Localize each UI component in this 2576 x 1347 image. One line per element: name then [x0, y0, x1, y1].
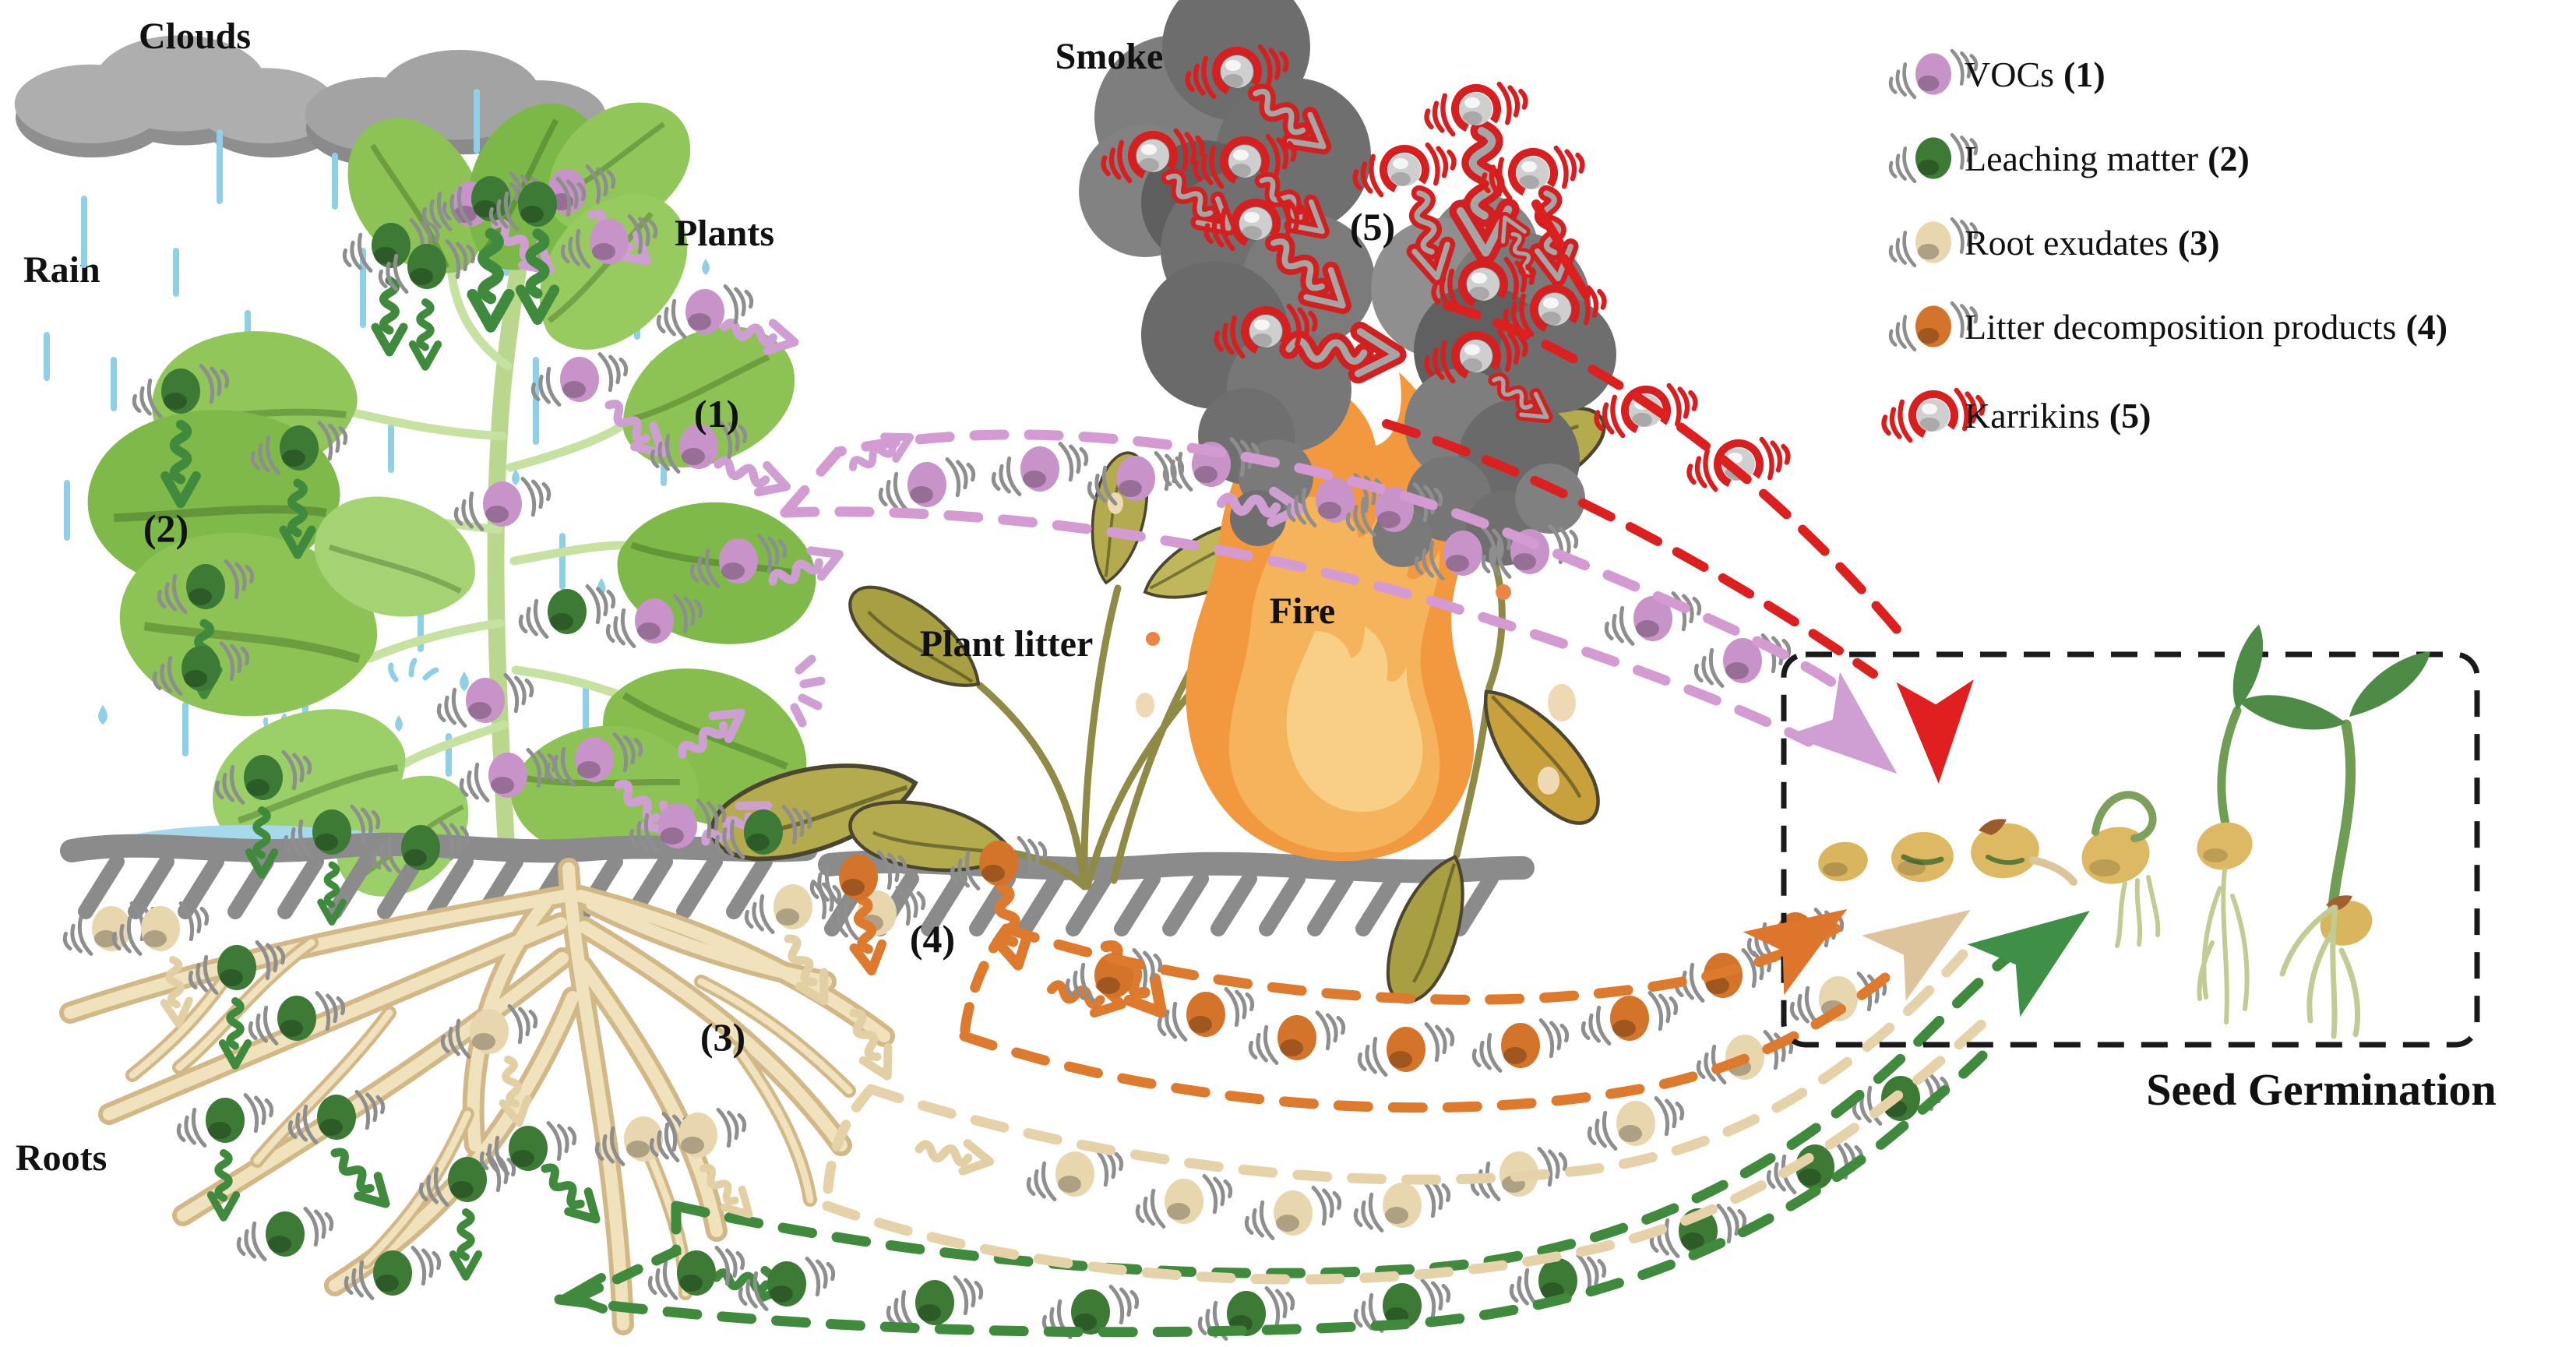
flame-inner	[1286, 626, 1423, 813]
legend-label: Karrikins(5)	[1965, 396, 2151, 435]
litter-molecule-icon	[1246, 1007, 1348, 1069]
karrikin-channel-upper	[1443, 301, 1915, 650]
karrikin-emissions	[1100, 42, 1792, 494]
soil-hatch	[78, 854, 773, 919]
fire-label: Fire	[1270, 591, 1335, 632]
annotation-2: (2)	[143, 506, 189, 550]
leaching-arrow	[453, 1212, 478, 1277]
voc-molecule-icon	[434, 669, 536, 732]
voc-channel-upper	[780, 429, 1838, 688]
smoke-label: Smoke	[1055, 36, 1164, 77]
annotation-4: (4)	[910, 917, 955, 961]
legend-label: Litter decomposition products(4)	[1965, 307, 2447, 347]
seed-stage-1	[1818, 841, 1868, 882]
leaching-channel-upper	[671, 939, 2031, 1278]
legend-item-vocs: VOCs(1)	[1887, 45, 2106, 103]
legend-item-root-exudates: Root exudates(3)	[1887, 213, 2220, 271]
legend-item-leaching-matter: Leaching matter(2)	[1887, 129, 2250, 187]
legend-label: Root exudates(3)	[1965, 223, 2220, 263]
leaching-input-arrow	[1967, 874, 2116, 1017]
annotation-1: (1)	[694, 392, 739, 435]
raindrop-icon	[395, 715, 403, 732]
annotation-5: (5)	[1350, 205, 1395, 249]
seed-stage-5	[2197, 622, 2280, 1024]
root-exudate-molecule-icon	[1787, 968, 1889, 1030]
seed-stage-3	[1971, 819, 2077, 886]
seed-germination-label: Seed Germination	[2146, 1064, 2496, 1115]
voc-molecule-icon	[988, 438, 1091, 500]
leaching-arrow	[325, 1143, 396, 1214]
seed-stage-4	[2081, 791, 2161, 948]
root-exudate-channel-upper	[865, 949, 1968, 1185]
seed-stage-6	[2236, 647, 2443, 1039]
leaching-molecule-icon	[174, 1089, 276, 1151]
root-exudate-molecule-icon	[1242, 1182, 1344, 1244]
voc-channel-lower	[780, 506, 1814, 747]
root-exudate-channel	[822, 949, 2000, 1285]
karrikin-input-arrow	[1896, 679, 1978, 785]
litter-channel-lower	[959, 972, 1891, 1113]
raindrop-icon	[98, 705, 107, 725]
voc-arrow	[714, 451, 791, 500]
leaching-channel-lower	[554, 1050, 1988, 1338]
legend-label: Leaching matter(2)	[1965, 139, 2250, 178]
karrikin-channel-lower	[1382, 419, 1878, 679]
annotation-3: (3)	[700, 1015, 745, 1059]
ground-line	[60, 832, 818, 863]
leaching-arrow	[375, 280, 403, 352]
root-exudate-arrow	[917, 1135, 992, 1175]
litter-channel-opening	[959, 923, 1012, 1042]
voc-emission-arrows	[486, 204, 1301, 853]
raindrop-icon	[702, 259, 710, 275]
leaching-arrow	[413, 302, 438, 367]
raindrop-icon	[512, 469, 520, 485]
litter-molecule-icon	[1154, 983, 1256, 1046]
leaching-arrow	[535, 1158, 606, 1229]
seed-germination-box	[1781, 651, 2480, 1048]
litter-molecule-icon	[1578, 987, 1680, 1049]
seed-stage-2	[1891, 831, 1954, 883]
plants-label: Plants	[675, 213, 774, 254]
litter-molecule-icon	[1469, 1014, 1571, 1077]
leaching-molecule-icon	[645, 1242, 747, 1304]
plant-branches	[332, 268, 628, 768]
raindrop-icon	[460, 672, 469, 692]
voc-channel	[780, 429, 1838, 747]
ground-left	[60, 825, 818, 919]
voc-arrow	[847, 426, 915, 478]
plant-illustration	[81, 79, 834, 917]
legend-item-karrikins: Karrikins(5)	[1880, 386, 2151, 445]
voc-starburst	[790, 654, 826, 728]
leaching-channel-opening	[579, 1201, 682, 1300]
legend-item-litter-decomposition-products: Litter decomposition products(4)	[1887, 298, 2447, 355]
voc-molecule-icon	[876, 453, 978, 516]
rain-label: Rain	[23, 249, 100, 291]
seed-germination-panel	[1743, 622, 2480, 1048]
plant-stem	[487, 194, 538, 854]
karrikin-channel	[1382, 301, 1915, 679]
legend-label: VOCs(1)	[1965, 55, 2106, 94]
plant-litter-label: Plant litter	[920, 623, 1094, 665]
voc-molecule-icon	[1691, 629, 1793, 692]
leaching-molecule-icon	[234, 1203, 336, 1265]
leaching-channel-arrowhead	[557, 1273, 608, 1314]
roots-label: Roots	[16, 1137, 107, 1179]
litter-molecule-icon	[1355, 1018, 1457, 1081]
legend: VOCs(1) Leaching matter(2) Root exudates…	[1880, 45, 2447, 445]
root-exudate-molecule-icon	[1584, 1092, 1686, 1155]
root-exudate-channel-opening	[822, 1084, 876, 1211]
splash-icon	[391, 661, 436, 679]
root-exudate-channel-lower	[822, 1007, 2000, 1285]
root-exudate-molecule-icon	[1133, 1170, 1235, 1232]
litter-leaf	[1465, 669, 1613, 841]
clouds-label: Clouds	[139, 16, 251, 57]
leaching-channel	[554, 939, 2031, 1338]
